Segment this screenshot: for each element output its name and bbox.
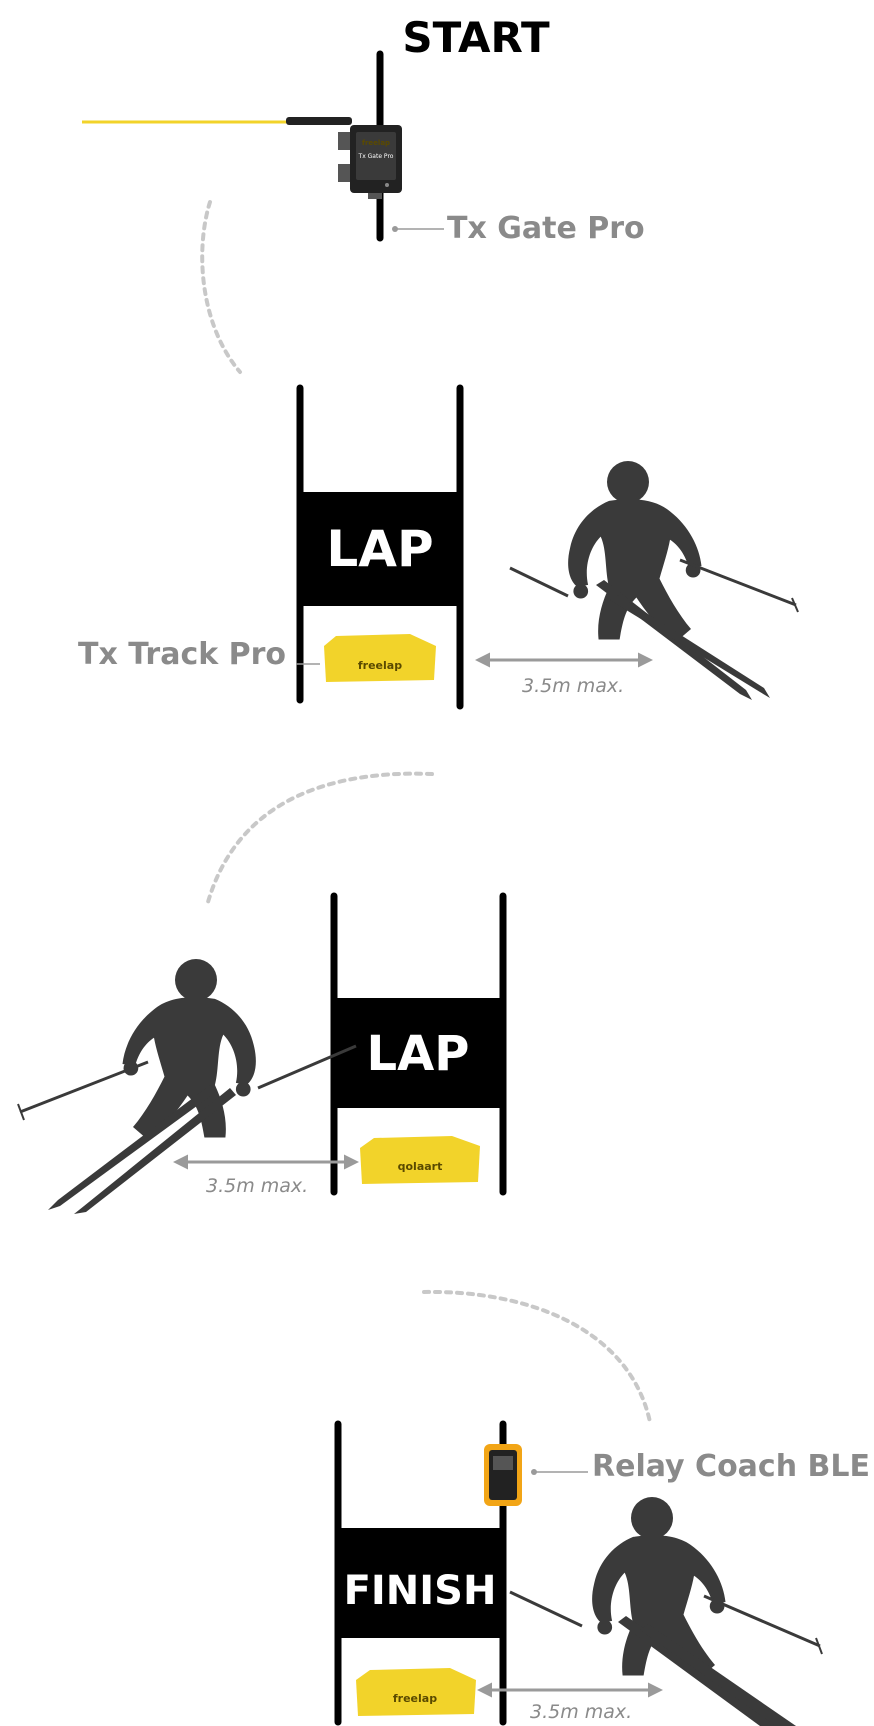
distance-label-1: 3.5m max. xyxy=(522,675,624,697)
tx-track-3-brand: freelap xyxy=(393,1692,437,1705)
tx-gate-screen-text: Tx Gate Pro xyxy=(358,153,394,160)
tx-gate-device-icon: freelap Tx Gate Pro xyxy=(338,125,402,199)
tx-gate-brand: freelap xyxy=(362,139,390,147)
distance-label-2: 3.5m max. xyxy=(206,1175,308,1197)
tx-track-device-2-icon: qolaart xyxy=(360,1136,480,1184)
tx-track-1-brand: freelap xyxy=(358,659,402,672)
tx-track-2-brand: qolaart xyxy=(398,1160,443,1173)
lap-gate-1-label: LAP xyxy=(326,520,433,578)
skier-1-icon xyxy=(510,461,798,700)
relay-coach-device-icon xyxy=(484,1444,522,1506)
lap-gate-2-label: LAP xyxy=(367,1026,470,1082)
skier-3-icon xyxy=(510,1497,822,1726)
course-arc-1 xyxy=(202,202,240,372)
finish-gate-label: FINISH xyxy=(344,1568,497,1614)
course-arc-2 xyxy=(208,774,432,902)
tx-track-device-3-icon: freelap xyxy=(356,1668,476,1716)
tx-track-label: Tx Track Pro xyxy=(78,637,286,672)
start-label: START xyxy=(402,13,550,62)
tx-gate-label: Tx Gate Pro xyxy=(447,211,645,246)
antenna-icon xyxy=(286,117,352,125)
distance-label-3: 3.5m max. xyxy=(530,1701,632,1723)
relay-coach-label: Relay Coach BLE xyxy=(592,1449,870,1484)
tx-track-device-1-icon: freelap xyxy=(324,634,436,682)
course-arc-3 xyxy=(424,1292,650,1422)
